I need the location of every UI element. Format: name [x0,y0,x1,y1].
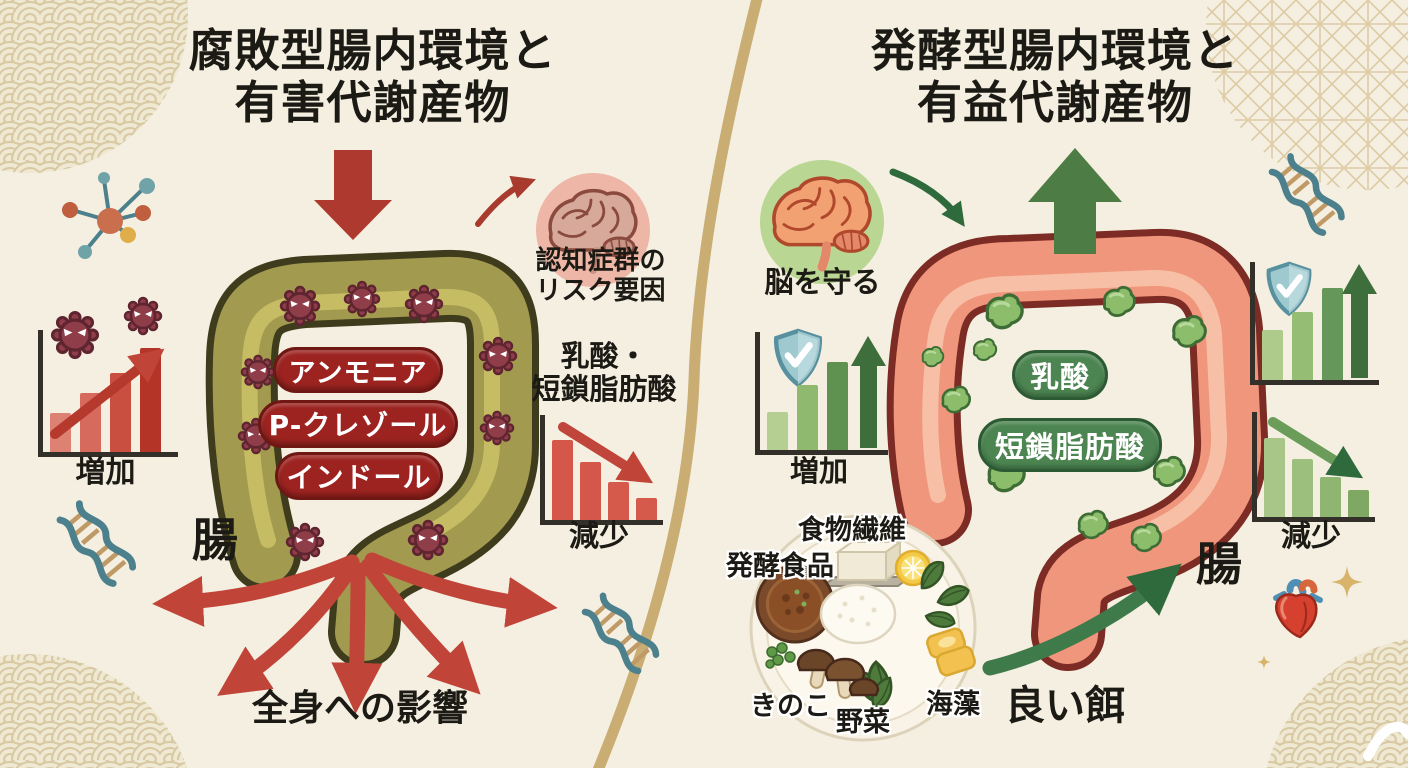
pill-p-cresol: P-クレゾール [258,400,458,448]
bar [50,412,71,452]
left-gut-label: 腸 [192,513,238,567]
seigaiha-pattern-bottom-right [1266,639,1408,768]
pill-lactic-acid: 乳酸 [1012,350,1108,400]
bar [110,372,131,452]
systemic-effect-arrows [152,552,558,714]
systemic-effect-label: 全身への影響 [251,688,468,729]
left-scfa-caption: 乳酸・ 短鎖脂肪酸 [531,339,677,407]
bar [580,462,601,520]
mushrooms-icon [796,648,880,699]
food-label-mushroom: きのこ [750,691,831,722]
right-brain-caption: 脳を守る [764,265,881,299]
benefit-output-arrow [1028,148,1122,254]
chart-harmful-increase [38,330,178,457]
seigaiha-pattern-top-left [0,0,188,173]
chart-beneficial-increase [755,332,888,455]
right-gut-label: 腸 [1196,537,1242,591]
bar [1322,287,1343,380]
food-label-seaweed: 海藻 [926,689,980,720]
bar [636,497,657,520]
gut-to-brain-arrow-left [475,175,536,227]
good-feed-label: 良い餌 [1005,683,1125,729]
right-title-line1: 発酵型腸内環境と [870,24,1239,77]
heart-icon [1273,579,1323,639]
sparkle-icon [1331,566,1363,598]
brain-at-risk-icon [536,173,650,287]
chart-harm-decrease [1252,412,1375,522]
bar [1264,438,1285,517]
miso-soup-icon [755,564,835,644]
wave-logo-mark [1363,721,1408,761]
chart-protection-increase [1250,262,1379,385]
bar [827,361,848,450]
bar [1320,477,1341,517]
healthy-food-plate [749,514,977,742]
pill-scfa: 短鎖脂肪酸 [978,418,1162,472]
food-label-fermented: 発酵食品 [726,551,834,582]
bar [797,385,818,450]
bar [608,482,629,520]
pill-indole: インドール [275,452,443,500]
chart-scfa-decrease [540,415,663,525]
molecule-icon [62,172,155,259]
right-title: 発酵型腸内環境と 有益代謝産物 [815,25,1295,129]
bar [1292,459,1313,517]
right-increase-label: 増加 [789,454,848,488]
left-title-line2: 有害代謝産物 [234,75,511,129]
left-brain-caption: 認知症群の リスク要因 [535,246,666,306]
left-title-line1: 腐敗型腸内環境と [188,24,557,77]
bar [552,440,573,520]
tamagoyaki-icon [926,627,976,677]
left-title: 腐敗型腸内環境と 有害代謝産物 [125,25,620,129]
asanoha-pattern-top-right [1206,0,1408,190]
good-feed-arrow [982,563,1182,676]
virus-icon [123,296,163,336]
bar [80,393,101,452]
dna-icon [57,502,135,586]
seigaiha-pattern-bottom-left [0,654,188,768]
bar [140,348,161,452]
right-title-line2: 有益代謝産物 [916,75,1193,129]
left-increase-label: 増加 [75,455,136,490]
bar [1348,489,1369,517]
edamame-icon [765,642,796,669]
bar [1262,330,1283,380]
right-decrease-label: 減少 [1281,519,1341,554]
bar [767,412,788,450]
pill-ammonia: アンモニア [273,347,443,393]
food-label-vegetables: 野菜 [836,707,890,738]
left-decrease-label: 減少 [569,519,629,554]
rice-icon [819,583,897,645]
food-label-fiber: 食物繊維 [798,515,906,546]
brain-to-gut-arrow-right [889,168,965,227]
bar [1292,311,1313,380]
sparkle-icon [1256,654,1272,670]
protected-brain-icon [760,160,884,284]
harm-input-arrow [314,150,392,240]
